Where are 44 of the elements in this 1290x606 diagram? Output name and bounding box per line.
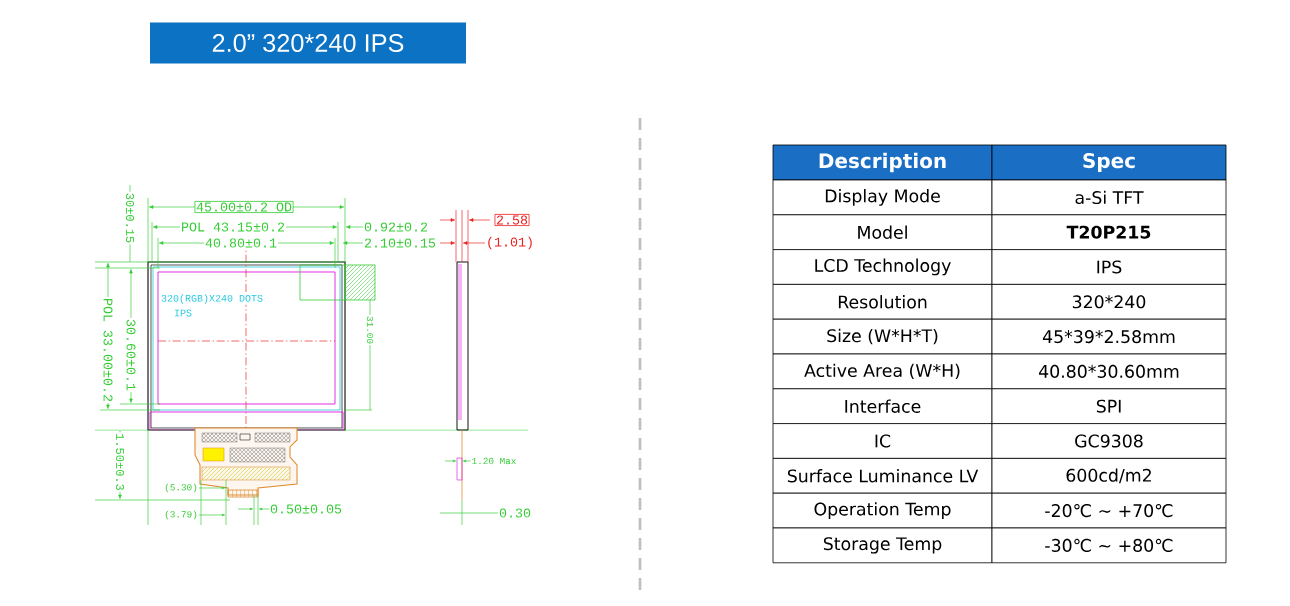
dimension-label: 2.10±0.15 xyxy=(362,237,438,249)
panel-text: IPS xyxy=(172,308,194,318)
table-cell: a-Si TFT xyxy=(991,179,1227,216)
table-cell: Display Mode xyxy=(772,179,993,216)
title-banner: 2.0” 320*240 IPS xyxy=(150,22,466,64)
dimension-label: (3.79) xyxy=(163,509,199,521)
table-cell: IC xyxy=(772,423,993,459)
dimension-label: 2.58 xyxy=(494,214,530,226)
table-cell: Active Area (W*H) xyxy=(772,353,993,390)
dimension-label: 30.60±0.1 xyxy=(125,317,137,393)
dimension-label: POL 33.00±0.2 xyxy=(102,296,114,404)
table-cell: Model xyxy=(772,214,993,250)
table-cell: Surface Luminance LV xyxy=(772,458,993,494)
header-cell: Description xyxy=(772,144,993,181)
dimension-label: 45.00±0.2 OD xyxy=(194,201,294,213)
table-cell: Size (W*H*T) xyxy=(772,318,993,355)
table-cell: GC9308 xyxy=(991,423,1227,459)
header-cell: Spec xyxy=(991,144,1227,181)
table-cell: LCD Technology xyxy=(772,249,993,285)
table-cell: Storage Temp xyxy=(772,527,993,564)
dimension-label: 0.50±0.05 xyxy=(268,503,344,515)
dimension-label: POL 43.15±0.2 xyxy=(179,221,287,233)
dimension-label: 1.50±0.3 xyxy=(114,432,126,492)
dimension-label: (5.30) xyxy=(163,482,199,494)
table-cell: -20℃ ~ +70℃ xyxy=(991,492,1227,529)
table-cell: Resolution xyxy=(772,284,993,320)
table-cell: -30℃ ~ +80℃ xyxy=(991,527,1227,564)
table-cell: 600cd/m2 xyxy=(991,458,1227,494)
panel-text: 320(RGB)X240 DOTS xyxy=(159,293,265,305)
dimension-label: 0.92±0.2 xyxy=(362,221,430,233)
dimension-label: 1.20 Max xyxy=(470,456,518,466)
table-cell: Operation Temp xyxy=(772,492,993,529)
table-cell: IPS xyxy=(991,249,1227,285)
table-cell: 40.80*30.60mm xyxy=(991,353,1227,390)
table-cell: 320*240 xyxy=(991,284,1227,320)
dimension-label: 40.80±0.1 xyxy=(203,237,279,249)
table-cell: T20P215 xyxy=(991,214,1227,250)
dimension-label: 31.00 xyxy=(365,314,375,346)
table-cell: SPI xyxy=(991,388,1227,424)
table-cell: Interface xyxy=(772,388,993,424)
dimension-label: 0.30 xyxy=(497,507,533,519)
dimension-label: 30±0.15 xyxy=(124,191,136,245)
dimension-label: (1.01) xyxy=(484,235,536,251)
table-cell: 45*39*2.58mm xyxy=(991,318,1227,355)
